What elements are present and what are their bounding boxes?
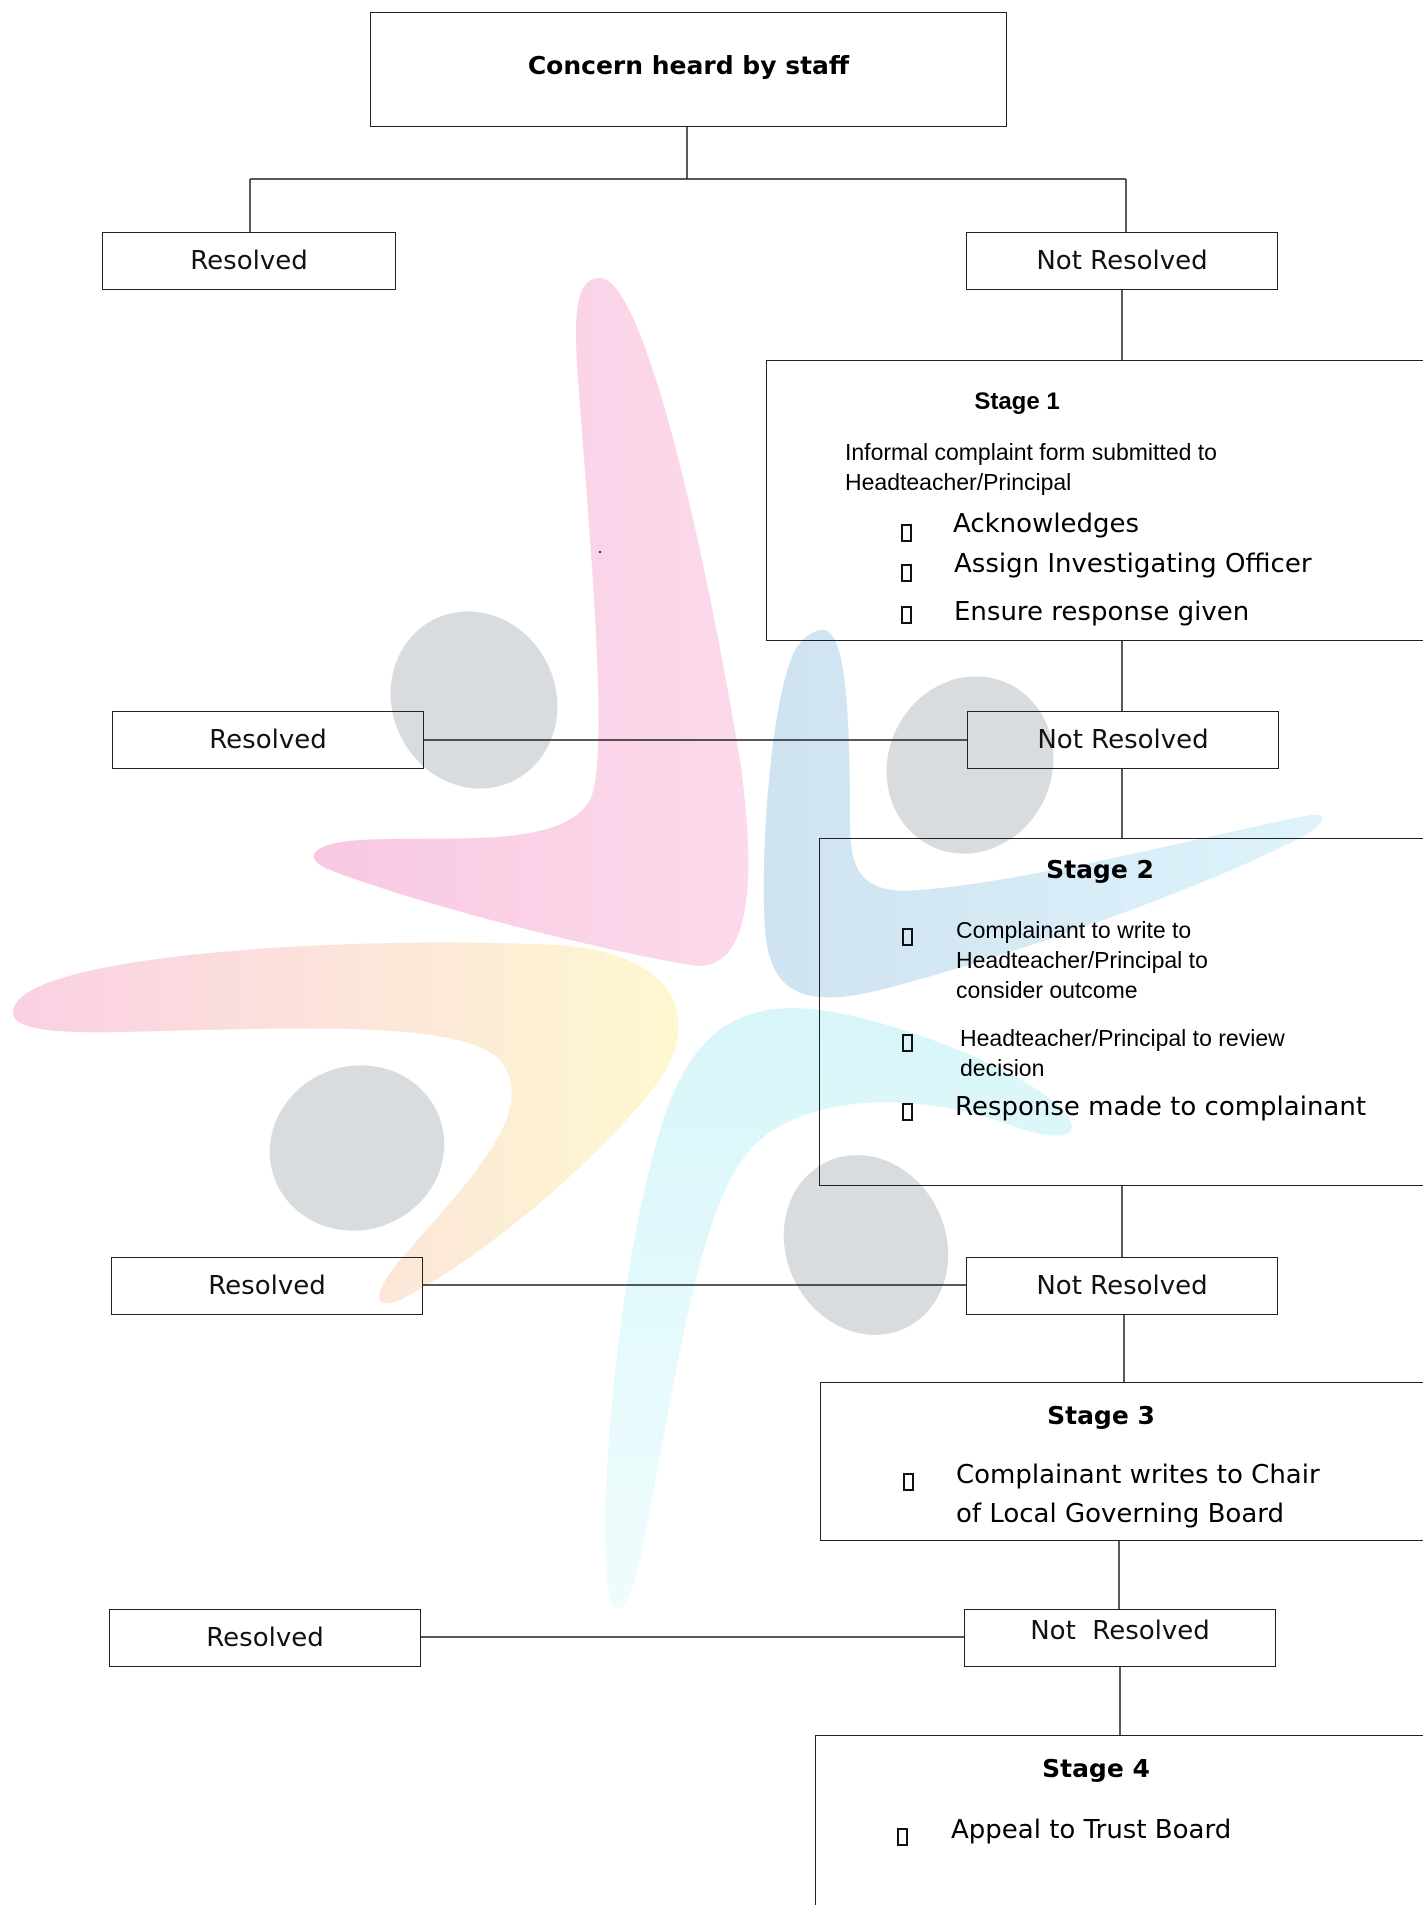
stage-2-bullet-3 xyxy=(902,1103,913,1121)
stage-1-title: Stage 1 xyxy=(974,388,1060,415)
not-resolved-label-2: Not Resolved xyxy=(1037,725,1209,755)
not-resolved-box-2: Not Resolved xyxy=(967,711,1279,769)
stage-2-item-2-line-2: decision xyxy=(960,1055,1045,1081)
stage-3-box: Stage 3 Complainant writes to Chair of L… xyxy=(820,1382,1423,1541)
stage-3-title: Stage 3 xyxy=(1047,1401,1155,1430)
resolved-box-1: Resolved xyxy=(102,232,396,290)
stage-2-bullet-1 xyxy=(902,928,913,946)
stage-1-item-1: Acknowledges xyxy=(953,509,1140,539)
resolved-label-2: Resolved xyxy=(209,725,327,755)
stage-3-item-line-2: of Local Governing Board xyxy=(956,1499,1285,1529)
watermark-cyan-arm xyxy=(605,1008,1072,1609)
stage-3-item-line-1: Complainant writes to Chair xyxy=(956,1460,1320,1490)
stage-2-bullet-2 xyxy=(902,1034,913,1052)
watermark-pink-arm xyxy=(313,277,749,966)
stage-4-title: Stage 4 xyxy=(1042,1754,1150,1783)
resolved-label-4: Resolved xyxy=(206,1623,324,1653)
not-resolved-label-4: Not Resolved xyxy=(1030,1616,1210,1646)
resolved-label-3: Resolved xyxy=(208,1271,326,1301)
watermark-head-3 xyxy=(269,1065,445,1231)
stage-2-item-2-line-1: Headteacher/Principal to review xyxy=(960,1025,1285,1051)
watermark-yellow-arm xyxy=(12,942,679,1304)
stage-1-intro-line-1: Informal complaint form submitted to xyxy=(845,439,1217,465)
not-resolved-label-1: Not Resolved xyxy=(1036,246,1208,276)
watermark-head-1 xyxy=(390,611,558,789)
stage-1-bullet-3 xyxy=(901,606,912,624)
stage-2-item-1-line-1: Complainant to write to xyxy=(956,917,1192,943)
stage-2-title: Stage 2 xyxy=(1046,855,1154,884)
watermark-head-4 xyxy=(783,1155,949,1335)
stage-1-bullet-2 xyxy=(901,564,912,582)
stage-4-item: Appeal to Trust Board xyxy=(951,1815,1232,1845)
stage-2-box: Stage 2 Complainant to write to Headteac… xyxy=(819,838,1423,1186)
not-resolved-box-4: Not Resolved xyxy=(964,1609,1276,1667)
stray-dot xyxy=(599,551,601,553)
stage-4-bullet xyxy=(897,1828,908,1846)
resolved-box-4: Resolved xyxy=(109,1609,421,1667)
watermark-blue-arm xyxy=(763,629,1323,998)
stage-4-box: Stage 4 Appeal to Trust Board xyxy=(815,1735,1423,1905)
stage-1-intro-line-2: Headteacher/Principal xyxy=(845,469,1072,495)
concern-heard-label: Concern heard by staff xyxy=(527,51,850,80)
stage-1-item-2: Assign Investigating Officer xyxy=(954,549,1312,579)
stage-1-bullet-1 xyxy=(901,524,912,542)
resolved-label-1: Resolved xyxy=(190,246,308,276)
not-resolved-box-1: Not Resolved xyxy=(966,232,1278,290)
not-resolved-box-3: Not Resolved xyxy=(966,1257,1278,1315)
stage-3-bullet xyxy=(903,1473,914,1491)
resolved-box-2: Resolved xyxy=(112,711,424,769)
stage-2-item-3: Response made to complainant xyxy=(955,1092,1367,1122)
not-resolved-label-3: Not Resolved xyxy=(1036,1271,1208,1301)
resolved-box-3: Resolved xyxy=(111,1257,423,1315)
concern-heard-box: Concern heard by staff xyxy=(370,12,1007,127)
stage-2-item-1-line-2: Headteacher/Principal to xyxy=(956,947,1208,973)
stage-1-item-3: Ensure response given xyxy=(954,597,1250,627)
stage-2-item-1-line-3: consider outcome xyxy=(956,977,1138,1003)
stage-1-box: Stage 1 Informal complaint form submitte… xyxy=(766,360,1423,641)
watermark-head-2 xyxy=(886,676,1054,854)
